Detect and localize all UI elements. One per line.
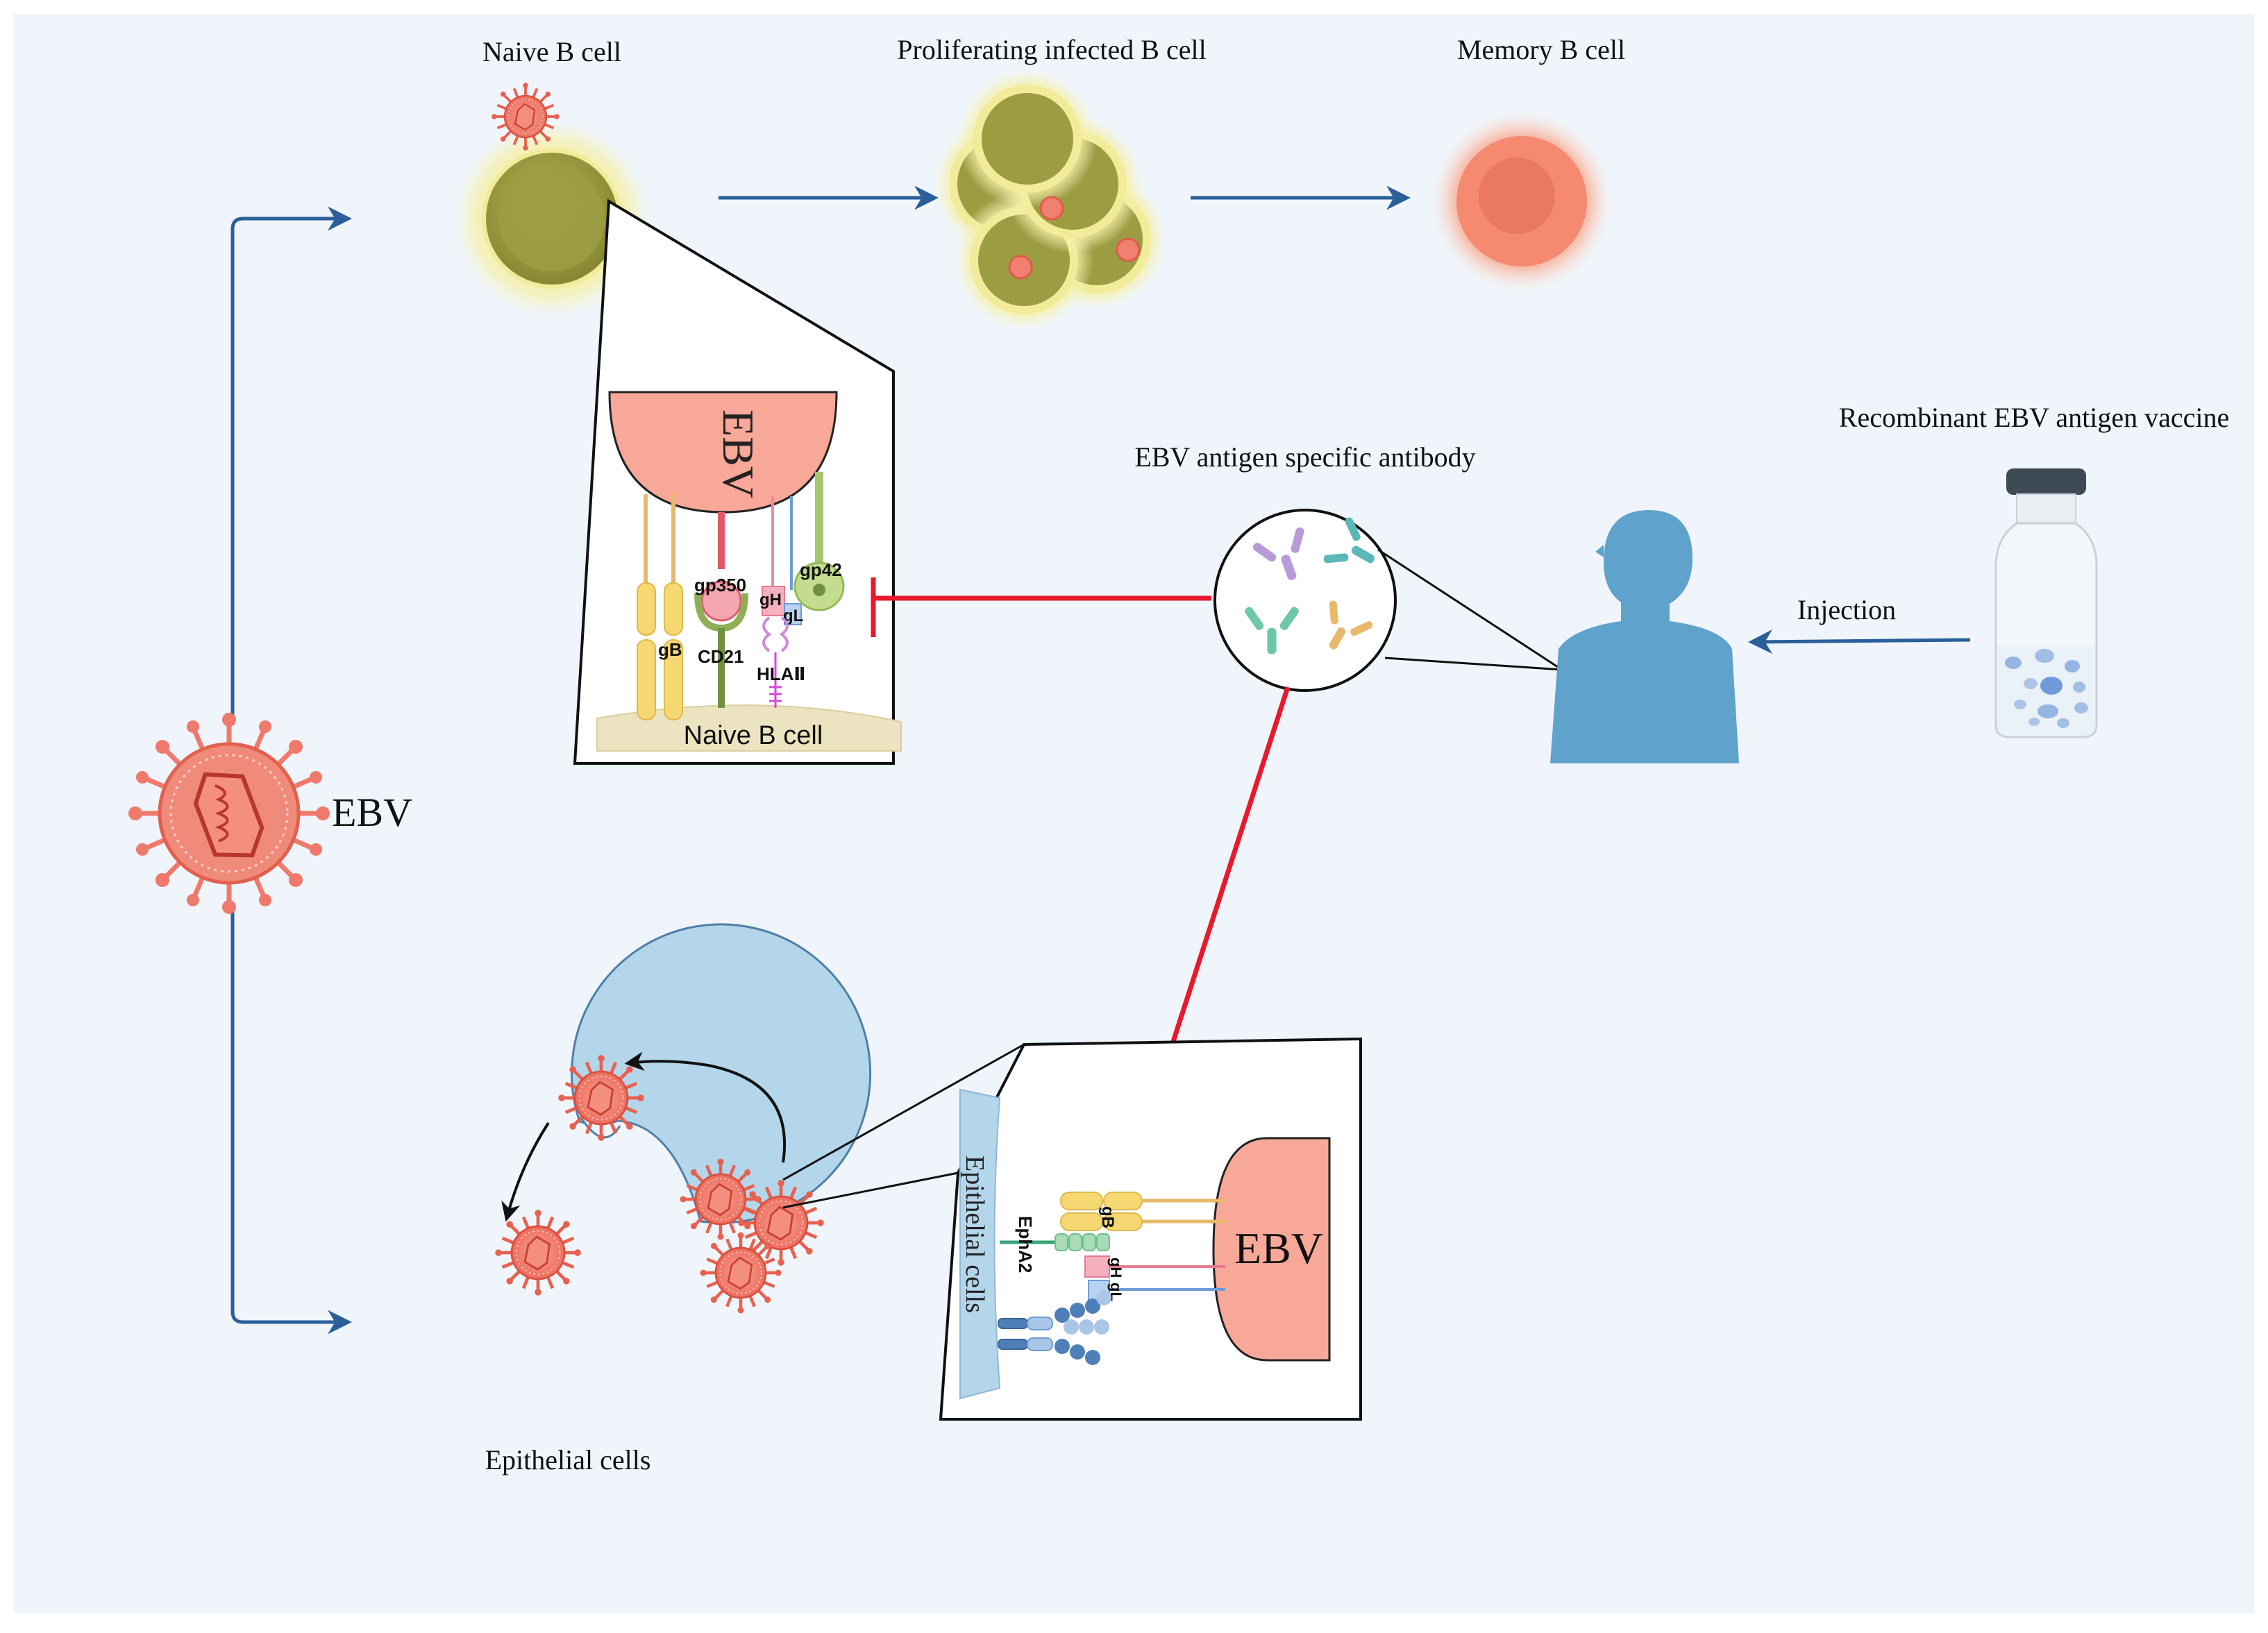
- proliferating-b-cell-cluster: [934, 69, 1166, 330]
- protein-gb-epithelial-label: gB: [1098, 1206, 1117, 1228]
- epithelial-cells-label: Epithelial cells: [485, 1444, 651, 1475]
- protein-cd21-label: CD21: [698, 646, 744, 667]
- inset-naive-b-cell-label: Naive B cell: [684, 721, 823, 750]
- protein-gb-label: gB: [658, 639, 682, 660]
- zoom-line: [782, 1171, 959, 1209]
- antibody-bubble: [1213, 509, 1563, 692]
- protein-gp350-label: gp350: [694, 575, 746, 595]
- protein-epha2-label: EphA2: [1015, 1216, 1036, 1273]
- zoom-line: [782, 1043, 1025, 1181]
- ebv-virus-icon: [128, 713, 330, 914]
- arrow-ebv-to-epithelial: [230, 902, 352, 1335]
- memory-b-cell-label: Memory B cell: [1457, 34, 1625, 65]
- memory-b-cell: [1431, 111, 1612, 291]
- virus-particle-icon: [700, 1233, 782, 1314]
- virus-particle-icon: [490, 81, 561, 152]
- arrow-ebv-to-b-cell: [230, 206, 352, 725]
- antibody-label: EBV antigen specific antibody: [1134, 441, 1475, 473]
- inset-ebv-label: EBV: [714, 409, 763, 498]
- virus-particle-icon: [495, 1210, 581, 1296]
- protein-gp42-label: gp42: [800, 559, 842, 580]
- injection-arrow: [1748, 629, 1971, 654]
- vaccine-label: Recombinant EBV antigen vaccine: [1839, 402, 2229, 433]
- human-icon: [1550, 510, 1739, 763]
- proliferating-b-cell-label: Proliferating infected B cell: [897, 34, 1206, 65]
- entry-arrow-outer: [624, 1051, 787, 1163]
- protein-gh-label: gH: [759, 591, 782, 609]
- entry-arrow-inner: [501, 1122, 550, 1222]
- injection-label: Injection: [1797, 594, 1896, 625]
- vaccine-vial-icon: [1994, 468, 2098, 738]
- protein-hla-label: HLAⅡ: [757, 663, 806, 684]
- virus-particle-icon: [680, 1159, 762, 1240]
- ebv-label: EBV: [332, 790, 412, 835]
- epithelial-inset: Epithelial cells EBV gB EphA2 gH gL: [939, 1037, 1362, 1421]
- protein-gh-epithelial-label: gH: [1107, 1258, 1125, 1278]
- naive-b-cell: [455, 81, 649, 316]
- naive-b-cell-label: Naive B cell: [482, 36, 621, 67]
- b-cell-inset: Naive B cell EBV gB gp350 CD21 gH gL HLA…: [573, 198, 902, 765]
- inset-epithelial-ebv-label: EBV: [1234, 1224, 1323, 1273]
- virus-particle-icon: [558, 1055, 644, 1141]
- inset-epithelial-label: Epithelial cells: [960, 1156, 989, 1313]
